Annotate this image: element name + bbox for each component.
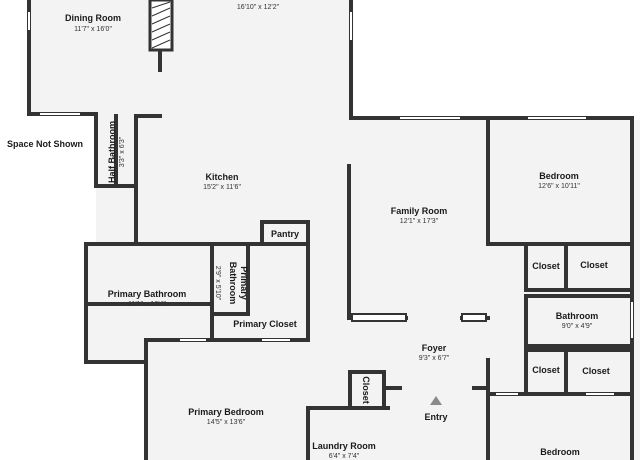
- closet-b-name: Closet: [580, 260, 608, 270]
- closet-d-name: Closet: [582, 366, 610, 376]
- primary-bedroom-dims: 14'5" x 13'6": [207, 419, 246, 426]
- floor-dining: [31, 0, 351, 116]
- primary-bathroom-small-name-1: Primary: [239, 266, 249, 300]
- entry-label: Entry: [424, 412, 447, 422]
- closet-c-name: Closet: [532, 365, 560, 375]
- space-not-shown-label: Space Not Shown: [7, 139, 83, 149]
- primary-bedroom-name: Primary Bedroom: [188, 407, 264, 417]
- bathroom-dims: 9'0" x 4'9": [562, 323, 593, 330]
- pantry-name: Pantry: [271, 229, 299, 239]
- closet-a-name: Closet: [532, 261, 560, 271]
- fireplace: [148, 0, 174, 52]
- room-labels: Dining Room 11'7" x 16'0" 16'10" x 12'2"…: [7, 4, 610, 460]
- family-room-name: Family Room: [391, 206, 448, 216]
- bedroom-1-name: Bedroom: [539, 171, 579, 181]
- wall-nibs: [351, 313, 487, 322]
- primary-bathroom-small-name-2: Bathroom: [228, 262, 238, 305]
- windows: [28, 12, 633, 395]
- primary-bathroom-name: Primary Bathroom: [108, 289, 187, 299]
- family-room-dims: 12'1" x 17'3": [400, 218, 439, 225]
- half-bathroom-dims: 3'3" x 6'3": [119, 136, 126, 167]
- kitchen-dims: 15'2" x 11'6": [203, 184, 241, 191]
- bedroom-1-dims: 12'6" x 10'11": [538, 183, 580, 190]
- top-room-dims: 16'10" x 12'2": [237, 4, 280, 11]
- floor-primary-bedroom: [146, 340, 310, 460]
- half-bathroom-name: Half Bathroom: [107, 121, 117, 183]
- walls: [27, 0, 634, 460]
- foyer-name: Foyer: [422, 343, 447, 353]
- bathroom-name: Bathroom: [556, 311, 599, 321]
- dining-room-dims: 11'7" x 16'0": [74, 26, 112, 33]
- laundry-closet-name: Closet: [361, 376, 371, 404]
- dining-room-name: Dining Room: [65, 13, 121, 23]
- foyer-dims: 9'3" x 6'7": [419, 355, 450, 362]
- laundry-room-name: Laundry Room: [312, 441, 376, 451]
- floor-areas: [31, 0, 640, 460]
- kitchen-name: Kitchen: [205, 172, 238, 182]
- bedroom-2-name: Bedroom: [540, 447, 580, 457]
- primary-bathroom-small-dims: 2'9" x 5'10": [214, 266, 221, 301]
- primary-bathroom-dims: 11'1" x 10'4": [128, 301, 166, 308]
- laundry-room-dims: 6'4" x 7'4": [329, 453, 360, 460]
- primary-closet-name: Primary Closet: [233, 319, 297, 329]
- entry-arrow-icon: [430, 396, 442, 405]
